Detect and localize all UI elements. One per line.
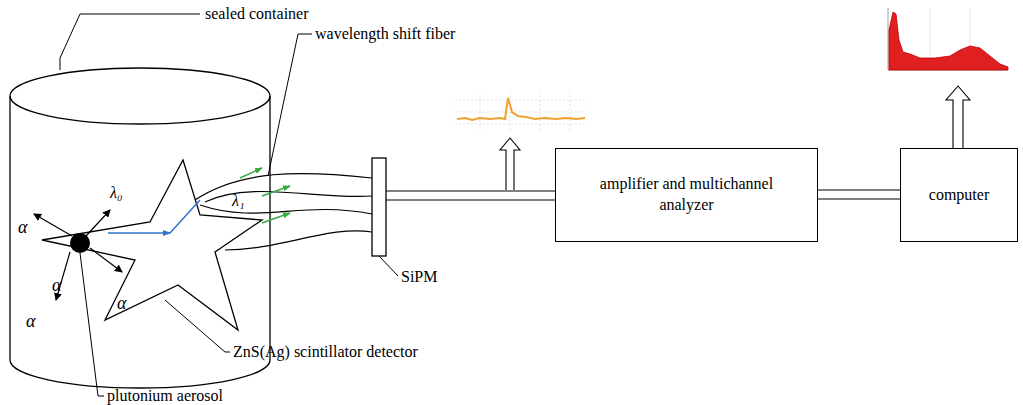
sipm xyxy=(372,158,386,256)
part-label: SiPM xyxy=(401,268,437,286)
spectrum-picture xyxy=(882,4,1010,76)
box-label: computer xyxy=(929,185,989,206)
hollow-arrow xyxy=(500,138,520,190)
wavelength-shift-fibers xyxy=(195,173,372,250)
waveform-picture xyxy=(455,92,587,132)
symbol-label: α xyxy=(52,276,61,296)
scintillator-star xyxy=(42,160,262,330)
plutonium-aerosol xyxy=(70,233,90,253)
symbol-label: λ₁ xyxy=(232,192,245,210)
process-box: computer xyxy=(900,148,1018,242)
symbol-label: α xyxy=(26,312,35,332)
signal-cable xyxy=(818,190,900,199)
alpha-rays xyxy=(34,210,122,300)
shifted-light xyxy=(240,168,290,223)
sealed-container xyxy=(10,68,270,388)
light-path xyxy=(108,200,200,233)
part-label: plutonium aerosol xyxy=(107,387,223,405)
part-label: sealed container xyxy=(205,5,309,23)
symbol-label: λ₀ xyxy=(110,184,123,202)
leader-lines xyxy=(60,14,398,396)
part-label: ZnS(Ag) scintillator detector xyxy=(233,343,418,361)
signal-cable xyxy=(386,191,555,200)
process-box: amplifier and multichannel analyzer xyxy=(555,148,818,242)
box-label: amplifier and multichannel analyzer xyxy=(582,174,792,216)
symbol-label: α xyxy=(18,218,27,238)
symbol-label: α xyxy=(117,294,126,314)
part-label: wavelength shift fiber xyxy=(315,25,455,43)
hollow-arrow xyxy=(946,86,970,148)
